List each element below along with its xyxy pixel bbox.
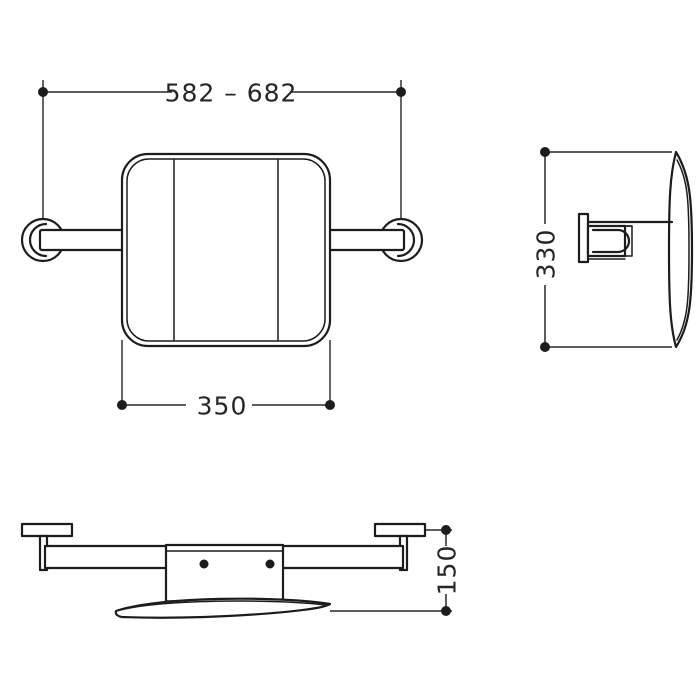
- plan-view: 150: [20, 522, 462, 619]
- backrest-pad-front: [120, 152, 332, 348]
- overall-width-marker-left: [38, 87, 48, 97]
- height-marker-bottom: [540, 342, 550, 352]
- depth-dimension: 150: [330, 525, 462, 616]
- height-dimension: 330: [532, 147, 672, 352]
- backrest-plan-inner-edge: [119, 600, 327, 611]
- pad-width-marker-left: [117, 400, 127, 410]
- depth-marker-bottom: [441, 606, 451, 616]
- backrest-profile-inner: [676, 159, 690, 341]
- overall-width-dimension: 582 – 682: [38, 79, 406, 250]
- overall-width-marker-right: [396, 87, 406, 97]
- bracket-clamp-u-profile: [591, 228, 631, 254]
- depth-label: 150: [433, 545, 462, 596]
- depth-marker-top: [441, 525, 451, 535]
- backrest-profile-outer: [667, 150, 694, 349]
- height-marker-top: [540, 147, 550, 157]
- left-flange-inner-arc: [28, 222, 48, 258]
- left-flange-plate: [20, 522, 74, 538]
- wall-bracket-side: [577, 212, 674, 264]
- central-bracket-body: [164, 543, 285, 609]
- right-flange-inner-arc: [396, 222, 416, 258]
- backrest-pad-outer: [120, 152, 332, 348]
- bolt-hole-right: [265, 559, 275, 569]
- side-elevation-view: 330: [532, 147, 694, 352]
- bolt-hole-left: [199, 559, 209, 569]
- central-bracket-plan: [164, 543, 285, 609]
- backrest-plan: [114, 597, 332, 619]
- pad-width-label: 350: [197, 392, 248, 421]
- pad-width-dimension: 350: [117, 340, 335, 421]
- left-grab-bar: [38, 228, 134, 252]
- front-elevation-view: 582 – 682: [20, 79, 424, 421]
- bracket-wall-plate: [577, 212, 590, 264]
- left-bar-body: [38, 228, 134, 252]
- bracket-clamp-shoulder: [624, 225, 633, 257]
- pad-width-marker-right: [325, 400, 335, 410]
- right-flange-plate: [373, 522, 427, 538]
- overall-width-label: 582 – 682: [165, 79, 298, 108]
- backrest-pad-inner: [126, 158, 326, 342]
- height-label: 330: [532, 229, 561, 280]
- backrest-profile-side: [667, 150, 694, 349]
